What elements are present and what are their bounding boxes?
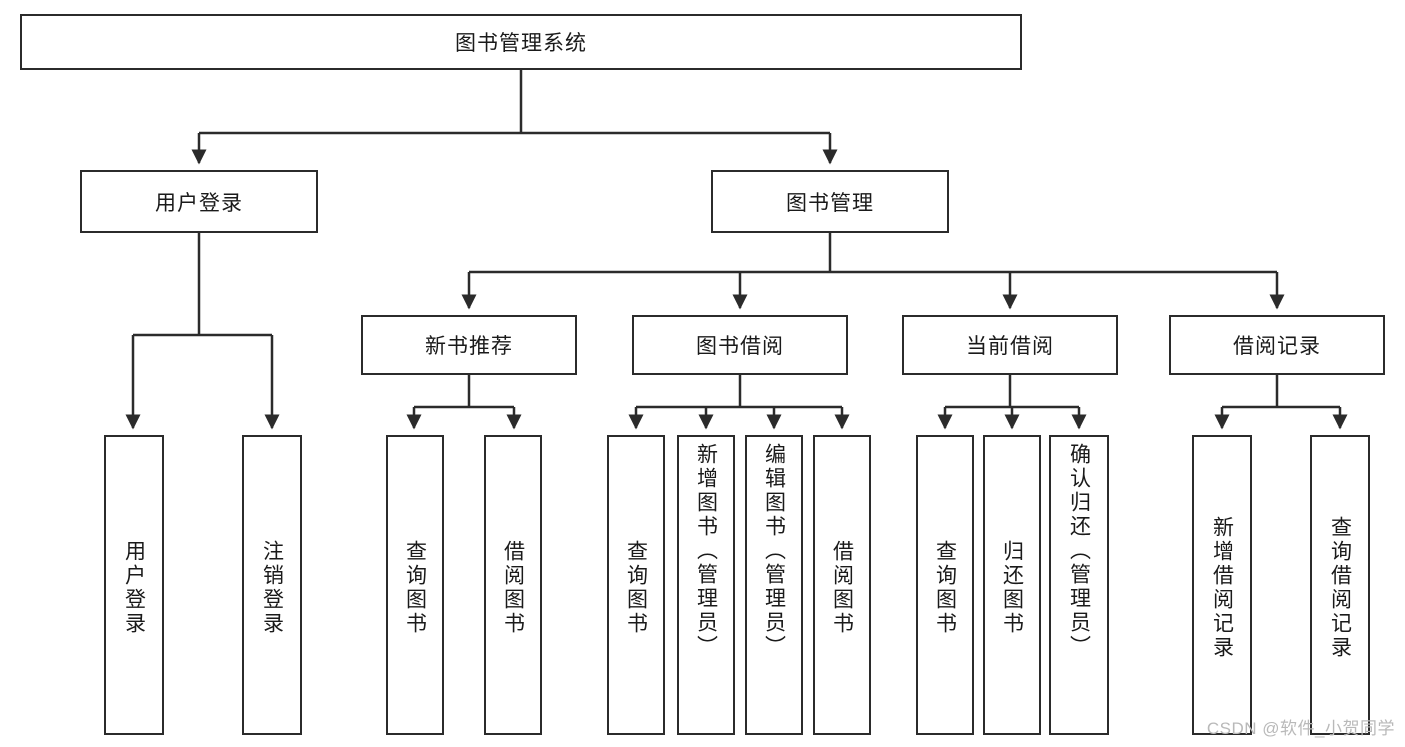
node-new-book-recommend[interactable]: 新书推荐 — [361, 315, 577, 375]
leaf-record-query[interactable]: 查询借阅记录 — [1310, 435, 1370, 735]
node-current-borrow-label: 当前借阅 — [966, 335, 1054, 358]
leaf-label: 查询图书 — [624, 540, 648, 636]
node-current-borrow[interactable]: 当前借阅 — [902, 315, 1118, 375]
leaf-current-query-book[interactable]: 查询图书 — [916, 435, 974, 735]
leaf-user-login-login[interactable]: 用户登录 — [104, 435, 164, 735]
leaf-label: 确认归还（管理员） — [1067, 443, 1091, 659]
leaf-record-add[interactable]: 新增借阅记录 — [1192, 435, 1252, 735]
leaf-label: 归还图书 — [1000, 540, 1024, 636]
leaf-new-book-query[interactable]: 查询图书 — [386, 435, 444, 735]
leaf-borrow-add-book[interactable]: 新增图书（管理员） — [677, 435, 735, 735]
node-root-label: 图书管理系统 — [455, 32, 587, 55]
leaf-user-login-logout[interactable]: 注销登录 — [242, 435, 302, 735]
leaf-label: 注销登录 — [260, 540, 284, 636]
leaf-current-return-book[interactable]: 归还图书 — [983, 435, 1041, 735]
node-borrow-record[interactable]: 借阅记录 — [1169, 315, 1385, 375]
node-user-login[interactable]: 用户登录 — [80, 170, 318, 233]
leaf-label: 查询图书 — [933, 540, 957, 636]
leaf-label: 编辑图书（管理员） — [762, 443, 786, 659]
node-user-login-label: 用户登录 — [155, 191, 243, 215]
leaf-current-confirm-return[interactable]: 确认归还（管理员） — [1049, 435, 1109, 735]
leaf-borrow-edit-book[interactable]: 编辑图书（管理员） — [745, 435, 803, 735]
leaf-new-book-borrow[interactable]: 借阅图书 — [484, 435, 542, 735]
node-root[interactable]: 图书管理系统 — [20, 14, 1022, 70]
node-borrow-record-label: 借阅记录 — [1233, 335, 1321, 358]
leaf-label: 借阅图书 — [501, 540, 525, 636]
leaf-borrow-query-book[interactable]: 查询图书 — [607, 435, 665, 735]
node-new-book-recommend-label: 新书推荐 — [425, 335, 513, 358]
leaf-borrow-borrow-book[interactable]: 借阅图书 — [813, 435, 871, 735]
csdn-watermark: CSDN @软件_小贺同学 — [1206, 719, 1395, 738]
node-book-management[interactable]: 图书管理 — [711, 170, 949, 233]
leaf-label: 查询图书 — [403, 540, 427, 636]
leaf-label: 用户登录 — [122, 540, 146, 636]
node-book-management-label: 图书管理 — [786, 191, 874, 215]
leaf-label: 新增图书（管理员） — [694, 443, 718, 659]
node-book-borrow[interactable]: 图书借阅 — [632, 315, 848, 375]
leaf-label: 查询借阅记录 — [1328, 516, 1352, 660]
leaf-label: 新增借阅记录 — [1210, 516, 1234, 660]
leaf-label: 借阅图书 — [830, 540, 854, 636]
node-book-borrow-label: 图书借阅 — [696, 335, 784, 358]
